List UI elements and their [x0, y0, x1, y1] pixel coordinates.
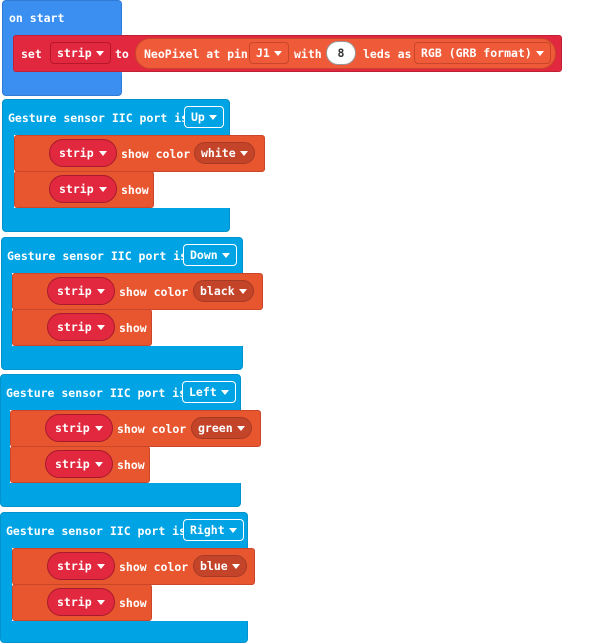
show-label: show	[117, 458, 145, 472]
show-strip-variable[interactable]: strip	[47, 588, 115, 616]
show-strip-variable[interactable]: strip	[47, 313, 115, 341]
gesture-event-label: Gesture sensor IIC port is	[7, 249, 188, 263]
show-label: show	[121, 183, 149, 197]
color-strip-variable[interactable]: strip	[47, 552, 115, 580]
color-dropdown[interactable]: green	[191, 417, 252, 439]
color-strip-variable[interactable]: strip	[47, 277, 115, 305]
show-color-label: show color	[117, 422, 187, 436]
color-strip-variable[interactable]: strip	[45, 414, 113, 442]
show-strip-variable[interactable]: strip	[45, 450, 113, 478]
with-label: with	[294, 47, 322, 61]
show-label: show	[119, 321, 147, 335]
show-color-label: show color	[121, 147, 191, 161]
color-dropdown[interactable]: black	[193, 280, 254, 302]
neopixel-label: NeoPixel at pin	[144, 47, 248, 61]
gesture-direction-dropdown[interactable]: Right	[183, 519, 244, 541]
color-dropdown[interactable]: blue	[193, 555, 247, 577]
color-dropdown[interactable]: white	[194, 142, 255, 164]
leds-as-label: leds as	[363, 47, 412, 61]
show-strip-variable[interactable]: strip	[49, 175, 117, 203]
show-label: show	[119, 596, 147, 610]
set-label: set	[21, 47, 42, 61]
gesture-direction-dropdown[interactable]: Down	[183, 244, 237, 266]
on-start-label: on start	[9, 11, 65, 25]
gesture-event-label: Gesture sensor IIC port is	[8, 111, 189, 125]
gesture-event-label: Gesture sensor IIC port is	[6, 386, 187, 400]
show-color-label: show color	[119, 285, 189, 299]
gesture-event-label: Gesture sensor IIC port is	[6, 524, 187, 538]
led-count-input[interactable]: 8	[326, 41, 356, 65]
pin-dropdown[interactable]: J1	[249, 42, 289, 64]
color-strip-variable[interactable]: strip	[49, 139, 117, 167]
to-label: to	[115, 47, 129, 61]
show-color-label: show color	[119, 560, 189, 574]
variable-dropdown[interactable]: strip	[50, 42, 111, 64]
gesture-direction-dropdown[interactable]: Up	[184, 106, 224, 128]
gesture-direction-dropdown[interactable]: Left	[182, 381, 236, 403]
format-dropdown[interactable]: RGB (GRB format)	[414, 42, 551, 64]
